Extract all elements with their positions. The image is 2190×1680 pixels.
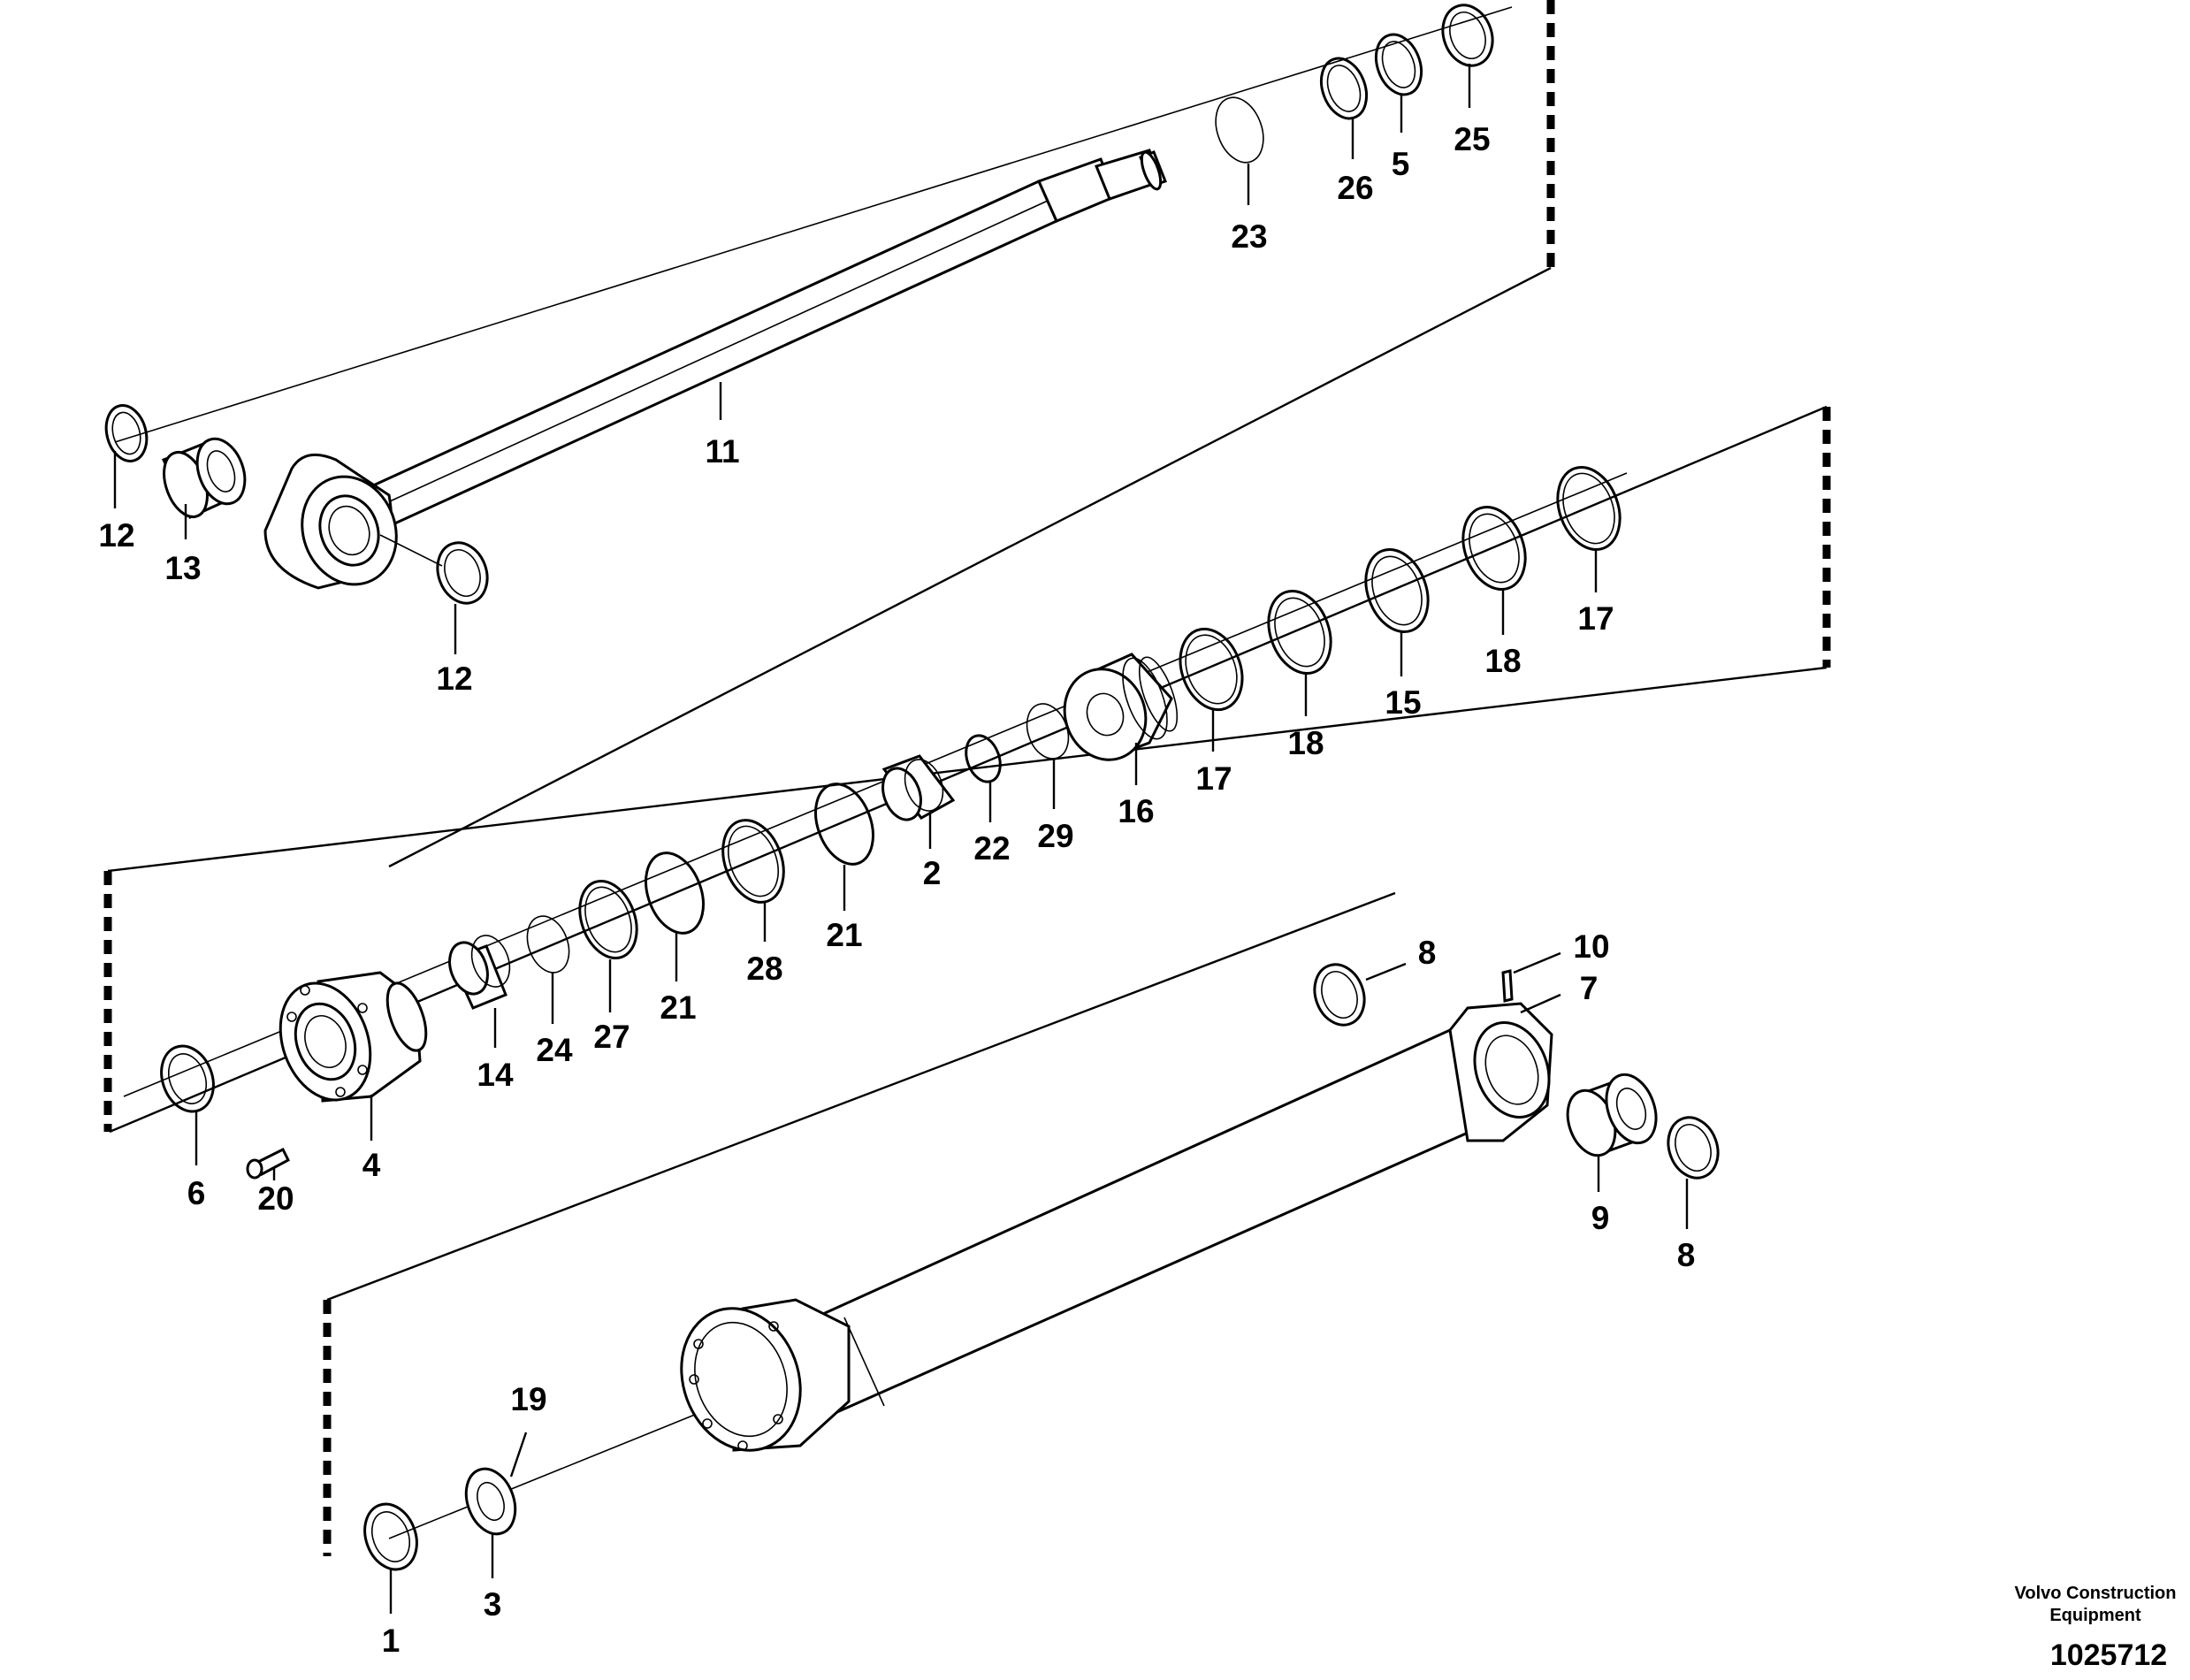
- part-24-snap-ring: [526, 915, 570, 974]
- part-25-ring: [1441, 4, 1494, 67]
- callout-5: 5: [1392, 146, 1410, 182]
- callout-17-upper: 17: [1577, 600, 1614, 637]
- part-1-ring: [363, 1502, 418, 1571]
- callout-16: 16: [1118, 793, 1154, 829]
- callout-21-upper: 21: [826, 917, 862, 953]
- callout-15: 15: [1385, 684, 1421, 721]
- part-17-ring-lower: [1179, 627, 1244, 712]
- callout-1: 1: [382, 1623, 401, 1659]
- part-6-ring: [160, 1044, 215, 1113]
- part-28-ring: [721, 819, 785, 904]
- callout-12-left: 12: [98, 517, 134, 554]
- callout-7: 7: [1580, 970, 1599, 1006]
- callout-13: 13: [164, 550, 201, 586]
- part-15-ring: [1364, 548, 1430, 633]
- callout-28: 28: [746, 951, 782, 987]
- part-18-ring-upper: [1461, 506, 1527, 591]
- part-21-ring-upper: [814, 783, 874, 866]
- part-27-ring: [578, 879, 638, 960]
- callout-18-upper: 18: [1484, 643, 1521, 679]
- callout-14: 14: [477, 1057, 514, 1093]
- piston-rod-assembly: [114, 6, 1513, 590]
- callout-11: 11: [705, 433, 739, 470]
- part-26-ring: [1319, 57, 1369, 120]
- part-17-ring-upper: [1556, 466, 1622, 551]
- part-8-ring-lower: [1667, 1116, 1720, 1180]
- callout-27: 27: [593, 1019, 630, 1055]
- callout-23: 23: [1231, 218, 1267, 255]
- callout-25: 25: [1454, 121, 1490, 157]
- callout-9: 9: [1591, 1200, 1610, 1236]
- callout-8-upper: 8: [1418, 935, 1437, 971]
- part-18-ring-lower: [1267, 590, 1332, 675]
- callout-4: 4: [362, 1147, 381, 1183]
- part-4-cylinder-head: [279, 971, 428, 1103]
- group-boundary-lines: [103, 0, 1831, 1556]
- callout-labels: 11 12 13 12 23 26 5 25 6 20 4 14 24 27 2…: [98, 121, 1695, 1659]
- callout-18-lower: 18: [1287, 725, 1324, 761]
- part-20-bolt: [246, 1147, 290, 1180]
- callout-17-lower: 17: [1195, 760, 1232, 797]
- part-9-bushing: [1566, 1073, 1658, 1157]
- part-16-piston: [1063, 653, 1179, 761]
- callout-21-lower: 21: [660, 989, 696, 1026]
- callout-10: 10: [1573, 928, 1609, 965]
- publisher-credit: Volvo Construction Equipment: [2014, 1584, 2177, 1625]
- part-8-ring-upper: [1313, 963, 1366, 1027]
- callout-22: 22: [973, 830, 1010, 867]
- callout-29: 29: [1037, 818, 1073, 854]
- part-10-grease-nipple: [1501, 969, 1514, 1003]
- part-13-bushing: [161, 437, 247, 519]
- part-22-ring: [965, 734, 1002, 783]
- part-23-snap-ring: [1215, 96, 1264, 164]
- callout-26: 26: [1337, 170, 1373, 206]
- part-2-spacer: [881, 754, 956, 821]
- part-12-seal-ring-right: [379, 534, 489, 605]
- callout-6: 6: [187, 1175, 206, 1211]
- callout-2: 2: [923, 855, 942, 891]
- callout-3: 3: [484, 1586, 502, 1623]
- part-3-nut: [464, 1467, 517, 1536]
- part-21-ring-lower: [645, 851, 705, 935]
- part-7-cylinder-tube: [680, 1002, 1553, 1452]
- callout-19: 19: [510, 1381, 546, 1417]
- part-5-ring: [1374, 33, 1423, 96]
- callout-24: 24: [536, 1032, 573, 1068]
- callout-leaders: [113, 64, 1689, 1614]
- part-12-seal-ring-left: [104, 404, 149, 462]
- callout-12-right: 12: [436, 661, 472, 697]
- callout-8-lower: 8: [1677, 1237, 1696, 1273]
- drawing-number: 1025712: [2049, 1638, 2168, 1672]
- part-14-bushing: [448, 935, 511, 1010]
- callout-20: 20: [257, 1180, 294, 1217]
